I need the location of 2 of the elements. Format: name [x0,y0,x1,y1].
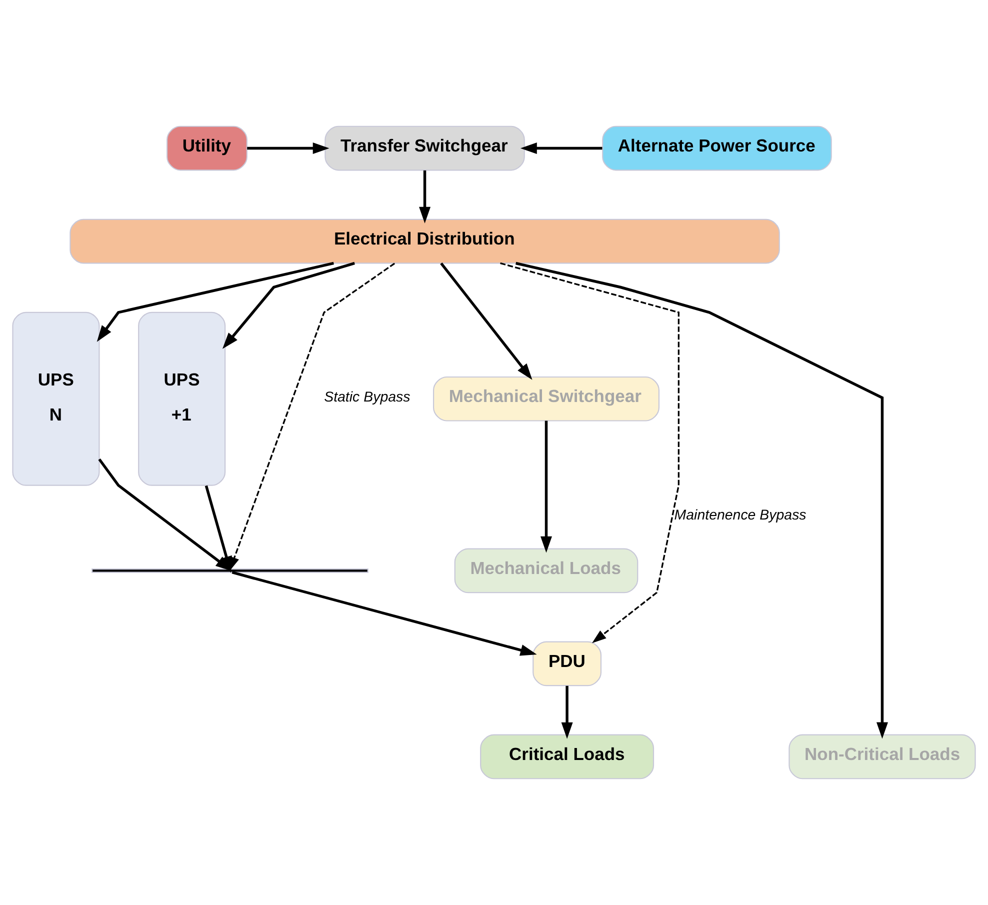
edge-label: Static Bypass [324,390,410,406]
edge-label: Maintenence Bypass [674,508,806,524]
